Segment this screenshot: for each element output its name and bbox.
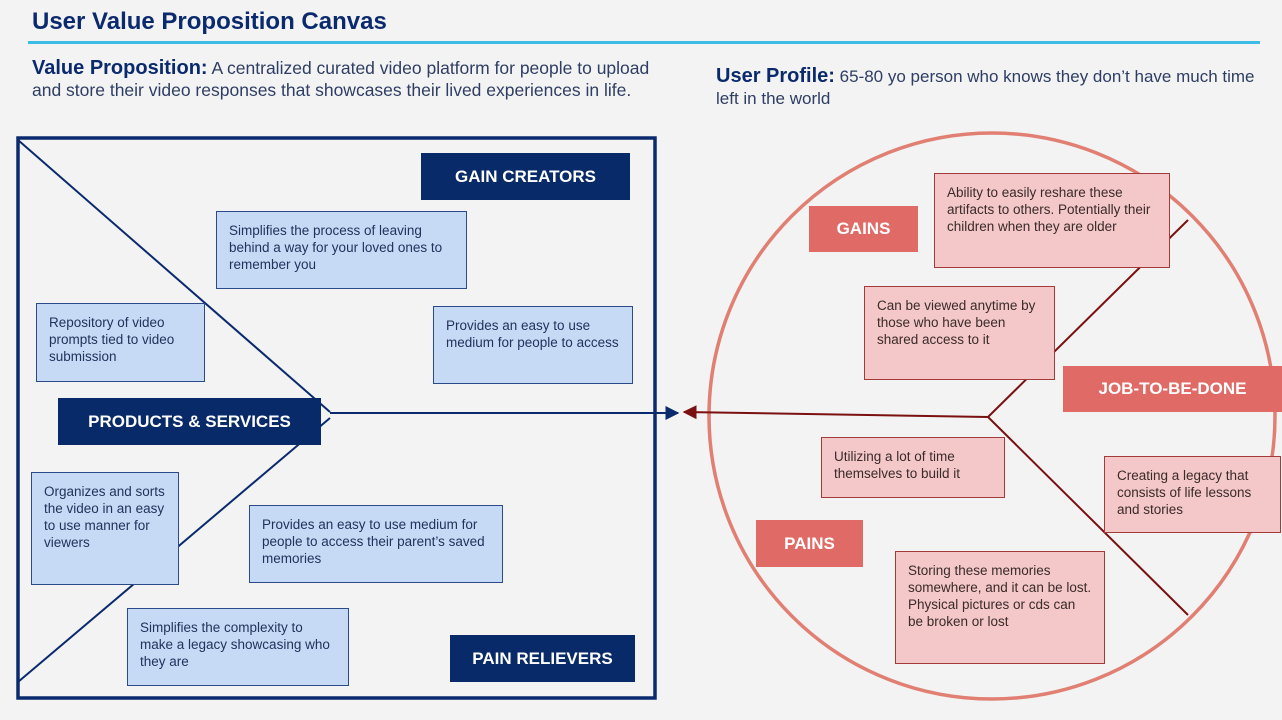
gain-creators-label: GAIN CREATORS <box>421 153 630 200</box>
value-proposition-text: A centralized curated video platform for… <box>32 58 650 100</box>
pain-relievers-label: PAIN RELIEVERS <box>450 635 635 682</box>
gain-creator-note: Simplifies the process of leaving behind… <box>216 211 467 289</box>
customer-profile-circle <box>707 131 1277 701</box>
products-services-label: PRODUCTS & SERVICES <box>58 398 321 445</box>
customer-profile-lower-divider <box>987 416 1189 616</box>
product-map-square <box>16 136 657 700</box>
product-note: Organizes and sorts the video in an easy… <box>31 472 179 585</box>
gain-note: Ability to easily reshare these artifact… <box>934 173 1170 268</box>
product-note: Repository of video prompts tied to vide… <box>36 303 205 382</box>
gain-note: Can be viewed anytime by those who have … <box>864 286 1055 380</box>
value-proposition: Value Proposition: A centralized curated… <box>32 57 682 101</box>
product-map-upper-diagonal <box>17 139 331 413</box>
pain-reliever-note: Provides an easy to use medium for peopl… <box>249 505 503 583</box>
job-note: Creating a legacy that consists of life … <box>1104 456 1281 533</box>
pain-note: Utilizing a lot of time themselves to bu… <box>821 437 1005 498</box>
value-proposition-label: Value Proposition: <box>32 57 208 79</box>
page-title: User Value Proposition Canvas <box>32 8 387 35</box>
user-profile: User Profile: 65-80 yo person who knows … <box>716 65 1256 109</box>
gains-label: GAINS <box>809 206 918 252</box>
title-underline <box>28 41 1260 44</box>
user-profile-label: User Profile: <box>716 65 835 87</box>
user-profile-text: 65-80 yo person who knows they don’t hav… <box>716 67 1255 108</box>
job-to-be-done-label: JOB-TO-BE-DONE <box>1063 366 1282 412</box>
pains-label: PAINS <box>756 520 863 567</box>
fit-arrow-left <box>682 405 989 420</box>
pain-reliever-note: Simplifies the complexity to make a lega… <box>127 608 349 686</box>
pain-note: Storing these memories somewhere, and it… <box>895 551 1105 664</box>
gain-creator-note: Provides an easy to use medium for peopl… <box>433 306 633 384</box>
